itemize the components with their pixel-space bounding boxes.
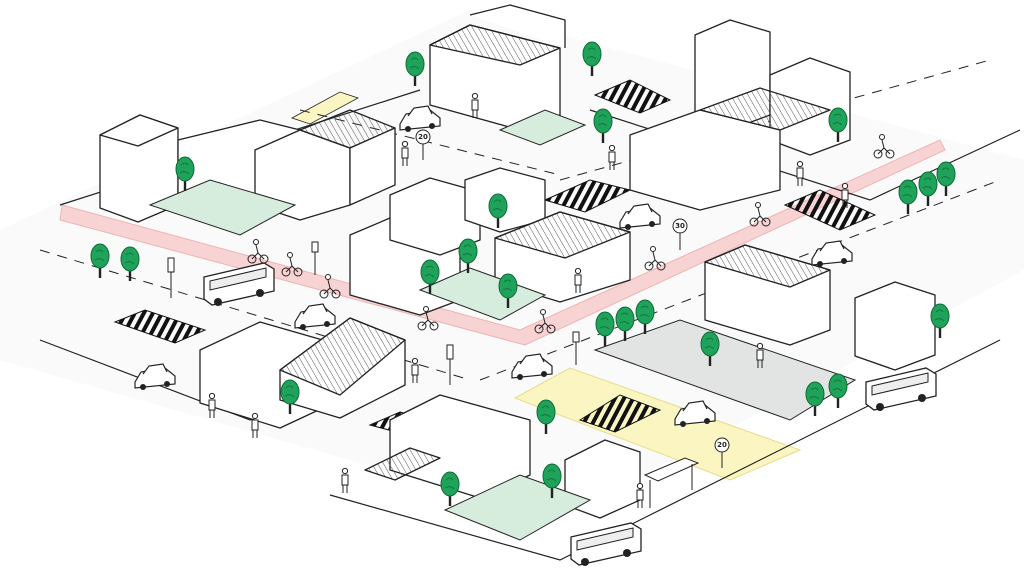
bus-lane-marking [290,91,360,125]
pocket-park [418,267,547,321]
playground [443,474,592,541]
pedestrian-icon [341,467,349,494]
traffic-light-icon [572,331,580,365]
traffic-light-icon [311,241,319,275]
buildings [99,4,936,519]
community-garden [148,179,297,236]
bus-shelter-icon [643,457,700,508]
speed-limit-sign-icon: 20 [415,129,431,160]
crosswalks [113,79,877,434]
svg-text:20: 20 [418,133,428,141]
bike-lane [59,139,946,346]
tree-icon [828,373,848,409]
pedestrian-icon [636,482,644,509]
tree-icon [440,471,460,507]
speed-limit-sign-icon: 30 [672,218,688,250]
svg-text:30: 30 [675,222,685,230]
bus-icon [570,522,642,567]
bus-icon [865,367,937,412]
urban-park [593,319,857,421]
green-spaces [148,109,857,541]
tree-icon [805,381,825,417]
street-furniture: 20 30 20 [167,129,730,508]
traffic-light-icon [167,257,175,298]
traffic-light-icon [446,344,454,385]
svg-text:20: 20 [717,441,727,449]
speed-limit-sign-icon: 20 [714,437,730,468]
shared-street-zone [513,367,802,481]
pedestrian-icon [251,412,259,439]
rooftop-garden [498,109,587,146]
